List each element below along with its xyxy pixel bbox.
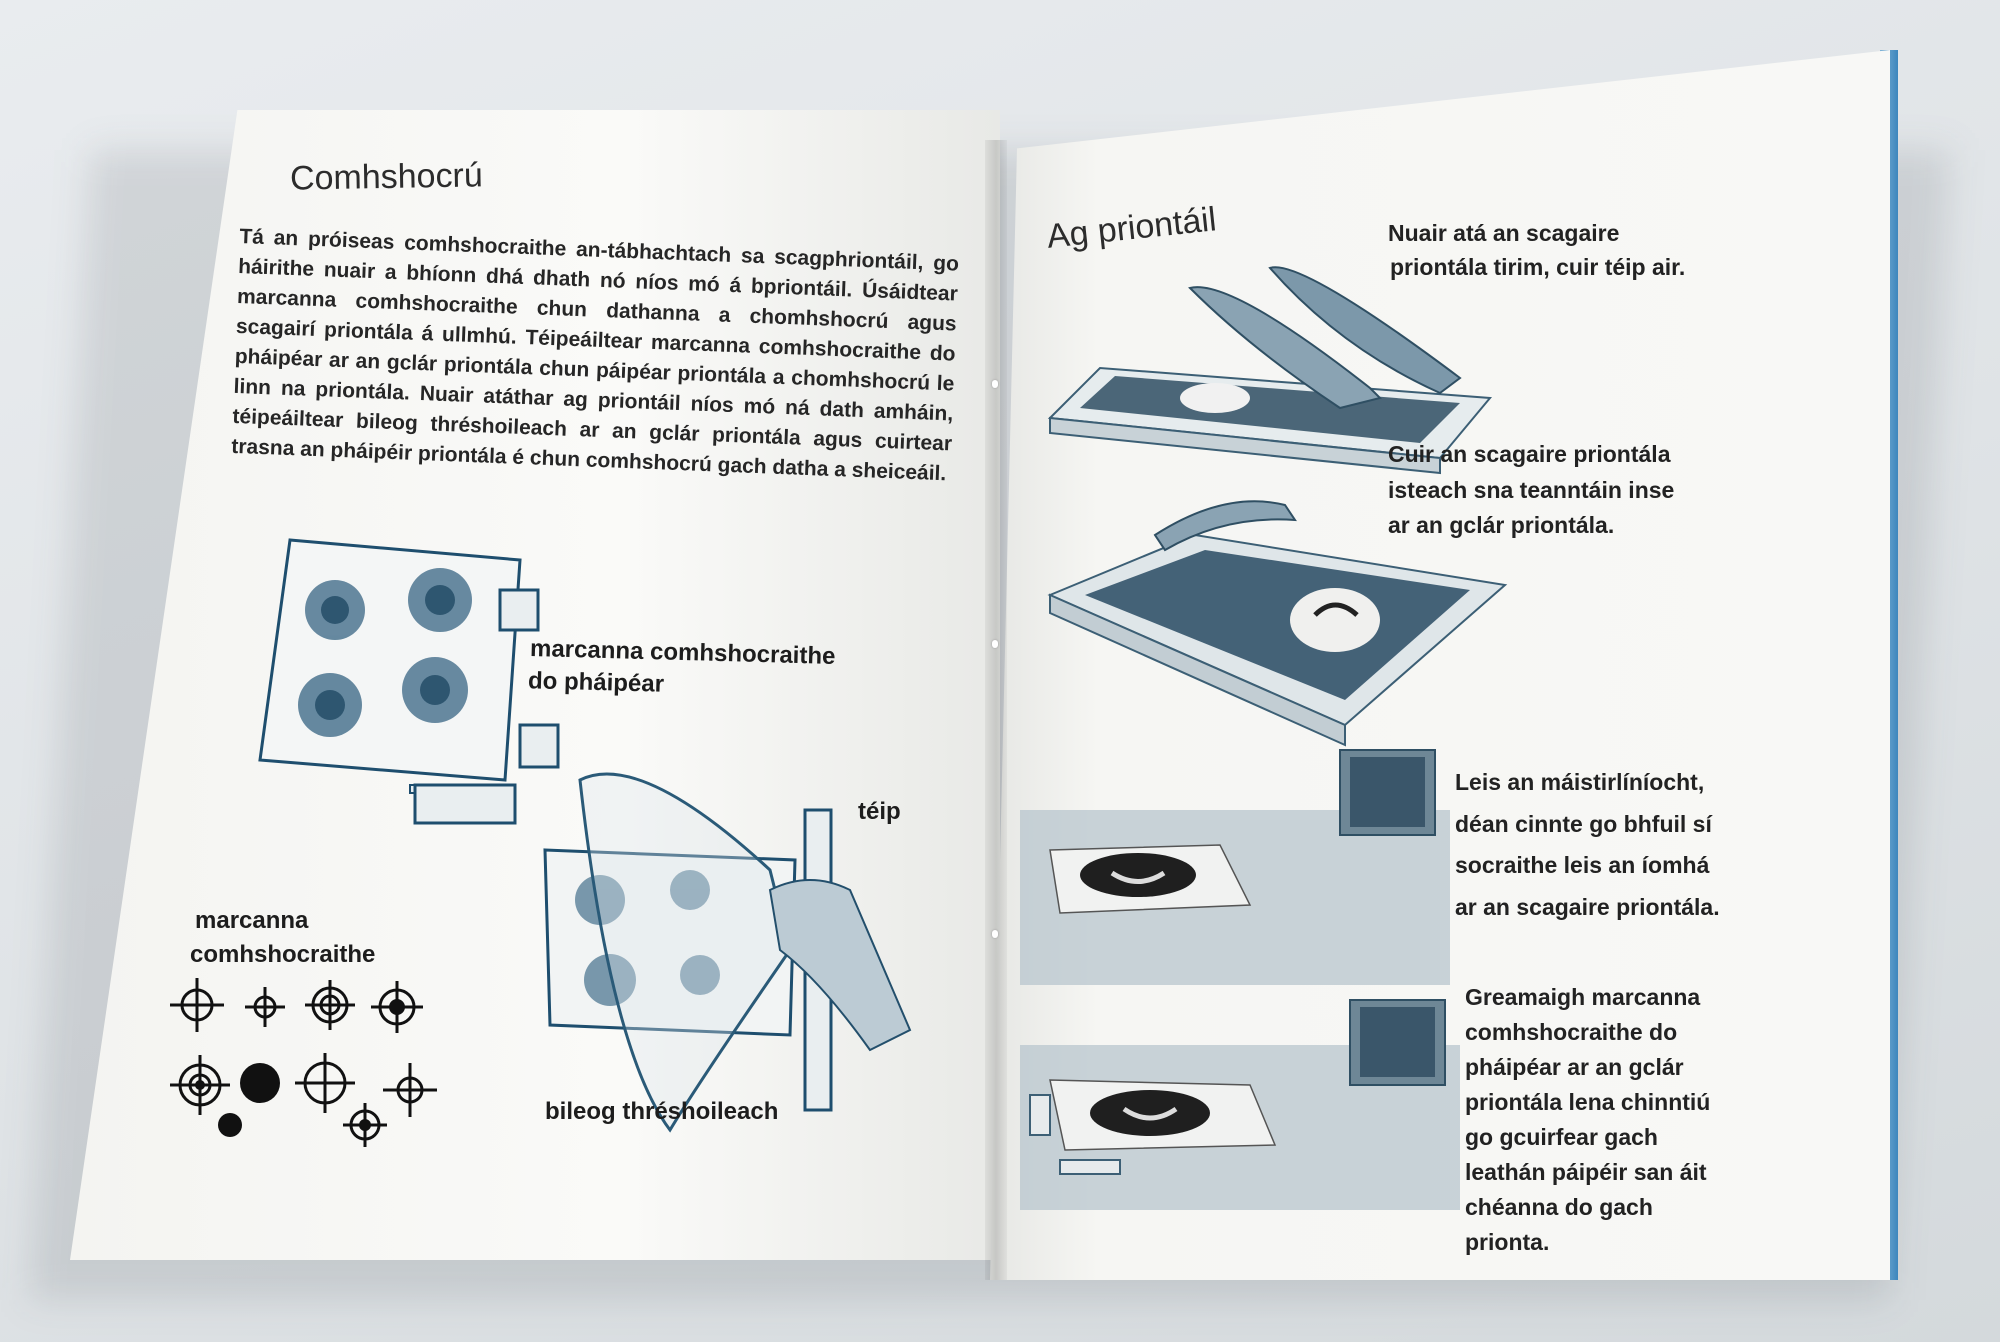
label-tape: téip <box>858 798 901 825</box>
step3-line1: Leis an máistirlíníocht, <box>1455 769 1705 795</box>
step3-line2: déan cinnte go bhfuil sí <box>1455 811 1712 837</box>
screen-in-clamps-illustration <box>1045 495 1515 755</box>
step4-line4: priontála lena chinntiú <box>1465 1089 1711 1115</box>
transparent-sheet-illustration <box>540 750 920 1140</box>
binding-stitch <box>992 640 998 648</box>
step2-line1: Cuir an scagaire priontála <box>1388 441 1671 467</box>
step4-line3: pháipéar ar an gclár <box>1465 1054 1684 1080</box>
step2-line2: isteach sna teanntáin inse <box>1388 477 1675 503</box>
step4-line2: comhshocraithe do <box>1465 1019 1678 1045</box>
step4-line1: Greamaigh marcanna <box>1465 984 1701 1010</box>
master-drawing-illustration <box>1020 745 1450 985</box>
step4-line7: chéanna do gach <box>1465 1194 1653 1220</box>
left-page-title: Comhshocrú <box>289 156 484 198</box>
label-marks-2: comhshocraithe <box>190 941 376 968</box>
label-marks-1: marcanna <box>195 907 309 934</box>
squeegee-screen-illustration <box>1040 258 1510 488</box>
step4-line5: go gcuirfear gach <box>1465 1124 1658 1150</box>
paper-holder-tab <box>410 780 520 830</box>
book-spine <box>985 140 1007 1280</box>
registration-marks-icon <box>165 975 445 1155</box>
registration-paper-illustration <box>250 535 570 795</box>
binding-stitch <box>992 380 998 388</box>
step3-line4: ar an scagaire priontála. <box>1455 894 1720 920</box>
step2-line3: ar an gclár priontála. <box>1388 512 1615 538</box>
binding-stitch <box>992 930 998 938</box>
step4-line8: prionta. <box>1465 1229 1550 1255</box>
step3-line3: socraithe leis an íomhá <box>1455 852 1710 878</box>
left-page-paragraph: Tá an próiseas comhshocraithe an-tábhach… <box>230 224 960 486</box>
step4-line6: leathán páipéir san áit <box>1465 1159 1707 1185</box>
label-paper-marks-2: do pháipéar <box>527 667 665 698</box>
left-page <box>70 110 1000 1260</box>
step1-line2: priontála tirim, cuir téip air. <box>1390 254 1686 280</box>
label-sheet: bileog thréshoileach <box>545 1098 779 1125</box>
step1-line1: Nuair atá an scagaire <box>1388 220 1620 246</box>
paper-registration-on-board-illustration <box>1020 995 1460 1210</box>
